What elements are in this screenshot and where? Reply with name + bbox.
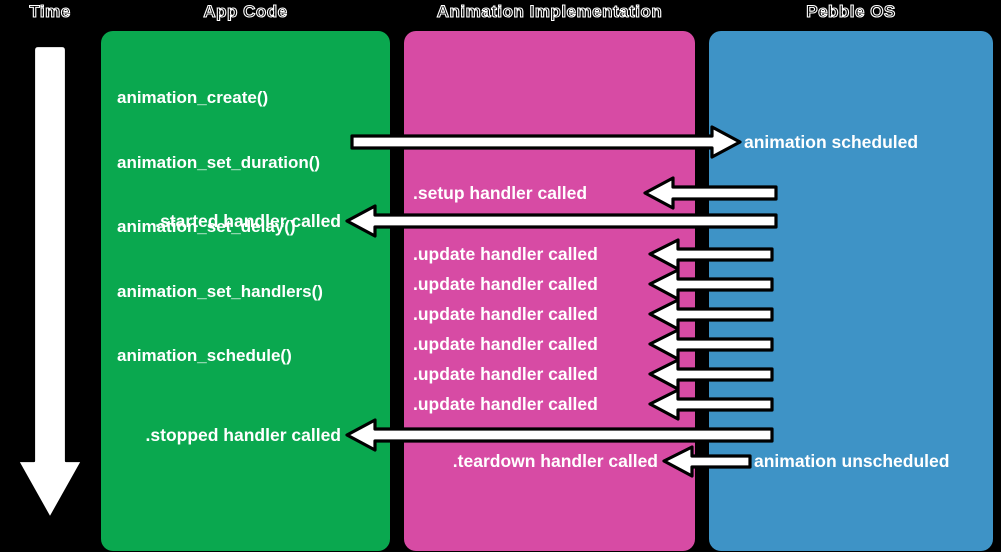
arrow-update-handler-2 xyxy=(648,268,774,301)
code-line: animation_set_handlers() xyxy=(117,281,323,301)
code-line: animation_set_delay() xyxy=(117,217,296,236)
label-update-handler-4: .update handler called xyxy=(413,334,598,354)
column-header-pebble-os: Pebble OS xyxy=(806,1,896,21)
arrow-started-handler xyxy=(345,204,778,238)
arrow-teardown-handler xyxy=(662,445,752,478)
lane-animation-implementation xyxy=(404,31,695,551)
label-started-handler: .started handler called xyxy=(155,211,341,231)
label-setup-handler: .setup handler called xyxy=(413,183,588,203)
column-header-time: Time xyxy=(29,1,71,21)
arrow-update-handler-1 xyxy=(648,238,774,271)
code-line: animation_set_duration() xyxy=(117,152,321,172)
code-line: animation_create() xyxy=(117,88,269,107)
column-header-animation-implementation: Animation Implementation xyxy=(436,1,663,21)
lane-app-code xyxy=(101,31,390,551)
code-line: animation_schedule() xyxy=(117,346,292,365)
arrow-update-handler-4 xyxy=(648,328,774,361)
arrow-animation-scheduled xyxy=(350,125,742,159)
label-stopped-handler: .stopped handler called xyxy=(145,425,341,445)
label-update-handler-5: .update handler called xyxy=(413,364,598,384)
down-arrow-icon xyxy=(16,44,84,520)
arrow-stopped-handler xyxy=(345,418,774,452)
arrow-update-handler-3 xyxy=(648,298,774,331)
label-update-handler-3: .update handler called xyxy=(413,304,598,324)
arrow-update-handler-6 xyxy=(648,388,774,421)
label-update-handler-6: .update handler called xyxy=(413,394,598,414)
label-animation-unscheduled: animation unscheduled xyxy=(754,451,950,471)
label-update-handler-1: .update handler called xyxy=(413,244,598,264)
label-animation-scheduled: animation scheduled xyxy=(744,132,919,152)
app-code-call-list: animation_create() animation_set_duratio… xyxy=(117,44,397,410)
arrow-setup-handler xyxy=(643,176,778,210)
label-update-handler-2: .update handler called xyxy=(413,274,598,294)
label-teardown-handler: .teardown handler called xyxy=(452,451,658,471)
column-header-app-code: App Code xyxy=(203,1,288,21)
arrow-update-handler-5 xyxy=(648,358,774,391)
